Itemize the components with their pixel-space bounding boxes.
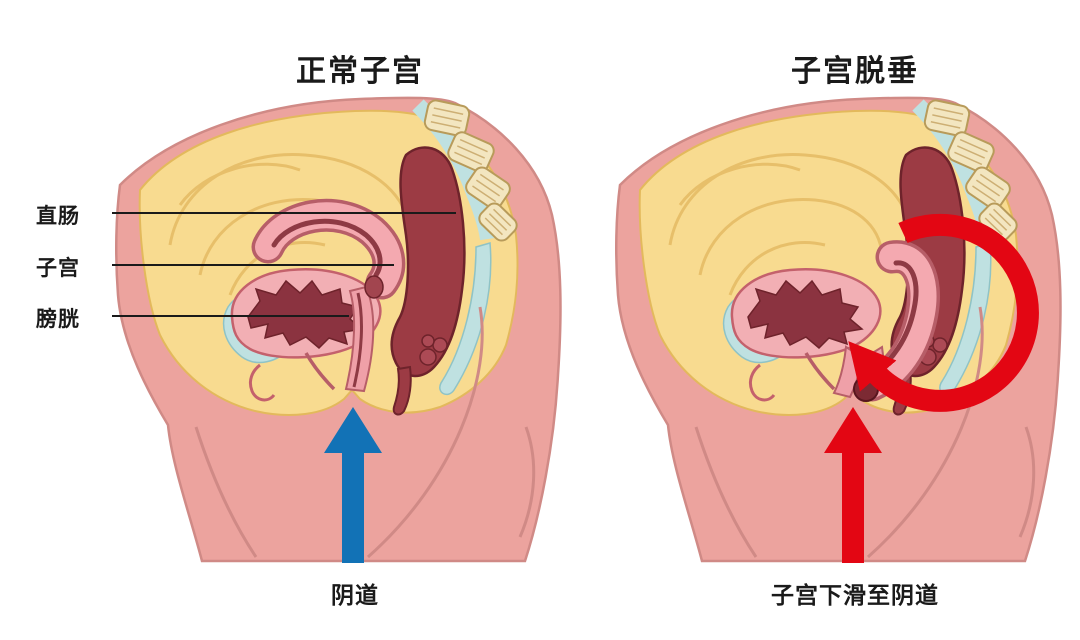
label-uterus: 子宫: [36, 257, 80, 280]
right-panel-title: 子宫脱垂: [791, 55, 919, 88]
left-panel-title: 正常子宫: [296, 55, 424, 88]
leader-line-bladder: [112, 315, 349, 317]
pelvis-cross-section: [616, 98, 1060, 561]
anatomy-illustration-prolapsed: [610, 95, 1065, 570]
right-arrow-caption: 子宫下滑至阴道: [771, 582, 939, 608]
anatomy-illustration-normal: [110, 95, 565, 570]
leader-line-rectum: [112, 212, 456, 214]
leader-line-uterus: [112, 264, 394, 266]
pelvis-cross-section: [116, 98, 560, 561]
label-bladder: 膀胱: [36, 308, 80, 331]
left-arrow-caption: 阴道: [331, 582, 379, 608]
label-rectum: 直肠: [36, 205, 80, 228]
